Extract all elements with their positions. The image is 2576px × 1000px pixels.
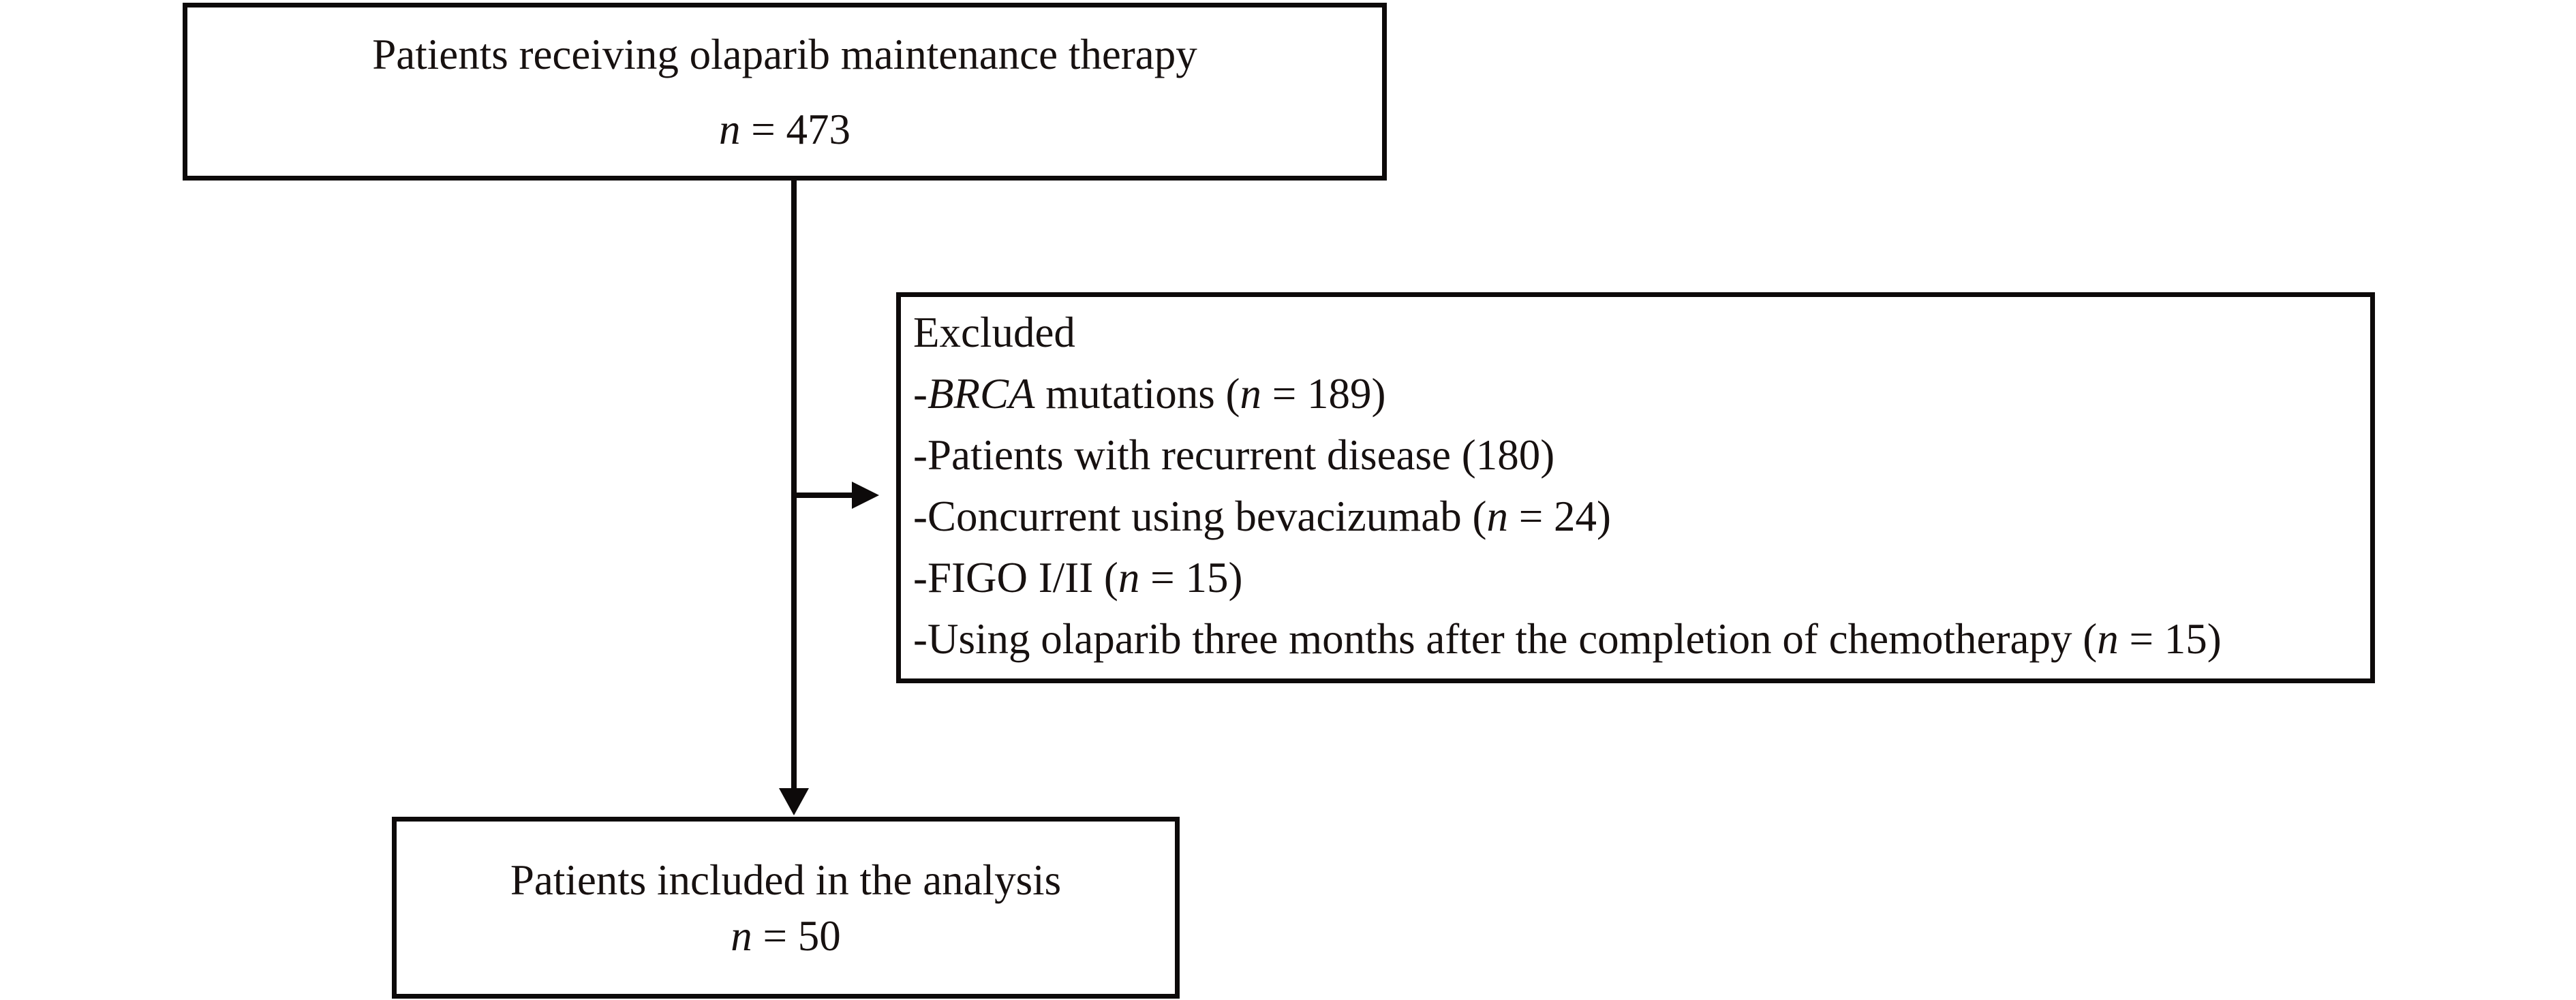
bottom-box-count: n = 50 <box>731 913 841 958</box>
branch-arrow-line <box>794 493 852 498</box>
bottom-box-count-var: n <box>731 911 752 960</box>
excluded-item-figo: -FIGO I/II (n = 15) <box>913 554 1243 601</box>
top-box-count: n = 473 <box>719 107 850 152</box>
bottom-box-title: Patients included in the analysis <box>510 856 1062 904</box>
top-box-title: Patients receiving olaparib maintenance … <box>372 30 1197 78</box>
top-box: Patients receiving olaparib maintenance … <box>183 3 1387 181</box>
top-box-count-rest: = 473 <box>740 105 851 153</box>
excluded-box: Excluded -BRCA mutations (n = 189) -Pati… <box>896 292 2375 683</box>
excluded-item-bevacizumab: -Concurrent using bevacizumab (n = 24) <box>913 493 1611 540</box>
excluded-list: Excluded -BRCA mutations (n = 189) -Pati… <box>913 302 2367 670</box>
top-box-count-var: n <box>718 105 741 153</box>
branch-arrowhead-icon <box>852 482 879 509</box>
excluded-title: Excluded <box>913 309 1075 356</box>
bottom-box-count-rest: = 50 <box>752 911 841 960</box>
excluded-item-timing: -Using olaparib three months after the c… <box>913 615 2222 663</box>
bottom-box: Patients included in the analysis n = 50 <box>392 817 1180 999</box>
down-arrowhead-icon <box>779 788 809 815</box>
excluded-item-recurrent: -Patients with recurrent disease (180) <box>913 431 1555 479</box>
down-arrow-line <box>791 180 797 789</box>
brca-italic: BRCA <box>927 370 1035 418</box>
excluded-item-brca: -BRCA mutations (n = 189) <box>913 370 1386 418</box>
